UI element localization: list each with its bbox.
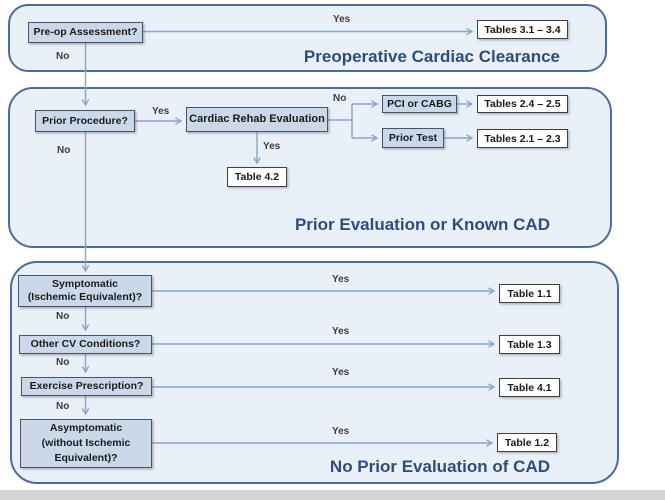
- edge-label-no-exercise: No: [56, 401, 70, 412]
- edge-label-yes-symptomatic: Yes: [332, 274, 350, 285]
- node-table-1-3: Table 1.3: [499, 335, 560, 354]
- edge-label-no-prior-procedure: No: [57, 145, 71, 156]
- node-exercise-prescription: Exercise Prescription?: [21, 377, 152, 396]
- section-title-no-prior-evaluation: No Prior Evaluation of CAD: [329, 457, 550, 476]
- edge-label-yes-asymptomatic: Yes: [332, 426, 350, 437]
- edge-label-yes-rehab-table42: Yes: [263, 141, 281, 152]
- node-cardiac-rehab-evaluation: Cardiac Rehab Evaluation: [186, 107, 328, 132]
- node-table-4-1: Table 4.1: [499, 378, 560, 397]
- section-title-preoperative: Preoperative Cardiac Clearance: [303, 47, 560, 66]
- node-prior-procedure: Prior Procedure?: [35, 110, 135, 132]
- node-tables-2-1-2-3: Tables 2.1 – 2.3: [477, 129, 568, 148]
- edge-label-no-other-cv: No: [56, 357, 70, 368]
- node-other-cv-conditions: Other CV Conditions?: [19, 335, 152, 354]
- node-tables-2-4-2-5: Tables 2.4 – 2.5: [477, 95, 568, 113]
- node-preop-assessment: Pre-op Assessment?: [28, 22, 143, 43]
- node-symptomatic: Symptomatic (Ischemic Equivalent)?: [18, 275, 152, 307]
- edge-label-yes-prior-procedure: Yes: [152, 106, 170, 117]
- node-table-1-2: Table 1.2: [497, 433, 557, 452]
- section-title-prior-evaluation: Prior Evaluation or Known CAD: [294, 215, 550, 234]
- edge-label-no-symptomatic: No: [56, 311, 70, 322]
- node-prior-test: Prior Test: [382, 128, 444, 148]
- edge-label-yes-exercise: Yes: [332, 367, 350, 378]
- edge-label-yes-other-cv: Yes: [332, 326, 350, 337]
- node-table-1-1: Table 1.1: [499, 284, 560, 303]
- edge-label-yes-preop: Yes: [333, 14, 351, 25]
- node-pci-or-cabg: PCI or CABG: [382, 95, 457, 113]
- edge-label-no-rehab-fork: No: [333, 93, 347, 104]
- edge-label-no-preop: No: [56, 51, 70, 62]
- node-table-4-2: Table 4.2: [227, 167, 287, 187]
- bottom-edge-strip: [0, 490, 665, 500]
- node-asymptomatic: Asymptomatic (without Ischemic Equivalen…: [20, 419, 152, 468]
- node-tables-3-1-3-4: Tables 3.1 – 3.4: [477, 20, 568, 39]
